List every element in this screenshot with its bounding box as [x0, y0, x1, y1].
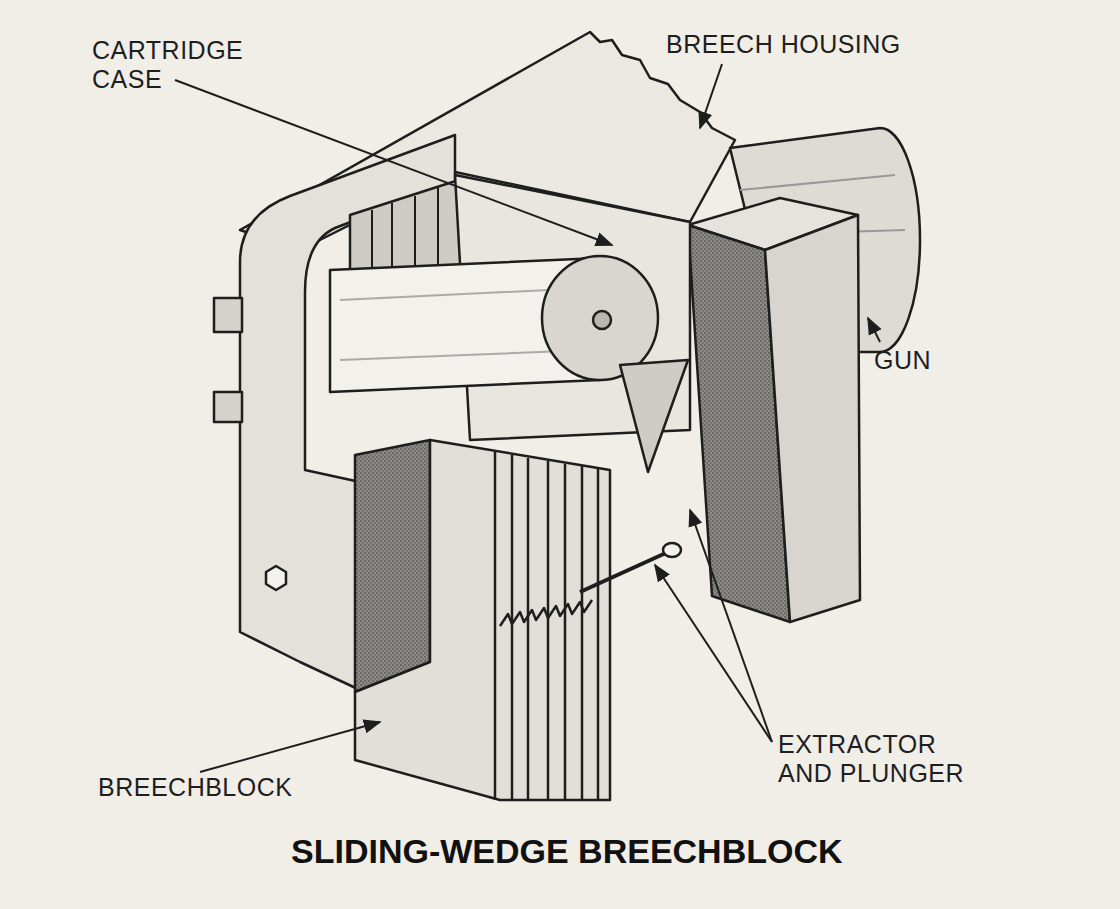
part-label: GUN [874, 346, 964, 375]
breechblock-lower [355, 440, 610, 800]
breechblock-grooves [495, 452, 598, 800]
cartridge-case [542, 256, 658, 380]
leader-line [655, 565, 772, 742]
part-label: BREECHBLOCK [98, 773, 338, 802]
part-label: CARTRIDGE CASE [92, 36, 272, 94]
extractor [620, 360, 688, 472]
leader-line [690, 510, 772, 742]
part-label: EXTRACTOR AND PLUNGER [778, 730, 983, 788]
figure-caption: SLIDING-WEDGE BREECHBLOCK [291, 832, 843, 871]
leader-line [700, 64, 722, 128]
part-label: BREECH HOUSING [666, 30, 966, 59]
breechblock-side [355, 440, 430, 692]
frame-tab [214, 298, 242, 332]
leader-line [175, 80, 612, 245]
plunger-head [663, 543, 681, 557]
hex-bolt [266, 566, 286, 590]
housing-block-side [765, 215, 860, 622]
leader-line [200, 722, 380, 772]
plunger-spring [500, 600, 592, 626]
plunger-rod [580, 552, 668, 592]
primer [593, 311, 611, 329]
leader-line [868, 318, 880, 342]
frame-tab [214, 392, 242, 422]
